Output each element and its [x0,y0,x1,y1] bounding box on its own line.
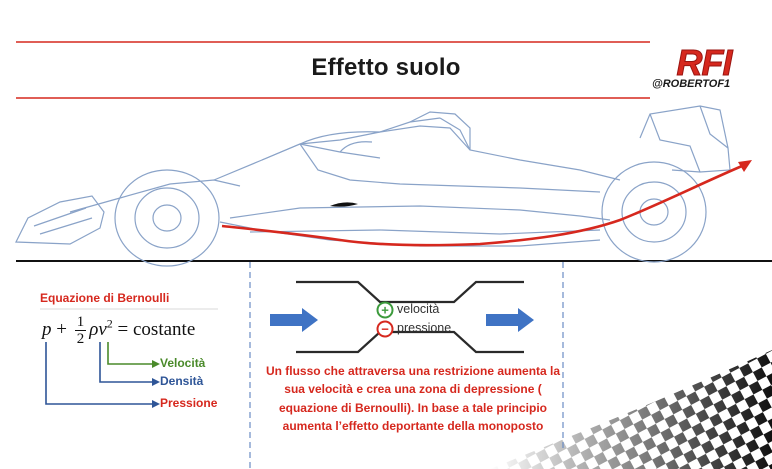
airflow-line [221,164,743,247]
venturi-pressure-label: pressione [397,321,452,335]
flow-arrow-left [270,308,318,332]
eq-rhs: = costante [117,318,196,340]
bernoulli-connectors [45,342,160,408]
bernoulli-title: Equazione di Bernoulli [40,291,170,305]
front-wing [15,195,105,245]
floor [219,221,601,247]
halo [299,117,441,145]
dashed-separators [249,262,564,469]
minus-icon [376,320,394,338]
logo: RFI [650,44,758,96]
eq-p: p [42,318,52,340]
car-body [213,125,621,181]
flow-arrow-right [486,308,534,332]
logo-handle: @ROBERTOF1 [652,78,731,90]
rear-wheel [601,161,707,263]
checkered-flag-decoration [490,350,772,469]
page-title: Effetto suolo [311,54,461,81]
venturi-top-wall [296,280,524,304]
minus-symbol: − [381,322,389,337]
rear-wing [639,105,731,173]
venturi-diagram: + − [270,280,534,354]
legend-pressione: Pressione [160,396,218,410]
legend-densita: Densità [160,374,204,388]
bernoulli-rule [40,308,218,310]
eq-numerator: 1 [74,314,87,331]
eq-rho-v: ρv [89,318,107,340]
logo-mark: RFI [676,44,735,80]
venturi-velocity-label: velocità [397,302,440,316]
legend-velocita: Velocità [160,356,206,370]
venturi-bottom-wall [296,330,524,354]
car-illustration [15,105,772,267]
explanation-text: Un flusso che attraversa una restrizione… [265,364,561,433]
plus-icon [376,301,394,319]
logo-letters: RFI [677,44,734,80]
front-wheel [114,169,220,267]
plus-symbol: + [381,303,389,318]
eq-power: 2 [106,316,113,331]
airflow-arrowhead [738,160,752,172]
nose [69,179,241,213]
header-rules [16,41,650,99]
intake-slot [330,202,358,207]
eq-denominator: 2 [76,331,85,347]
